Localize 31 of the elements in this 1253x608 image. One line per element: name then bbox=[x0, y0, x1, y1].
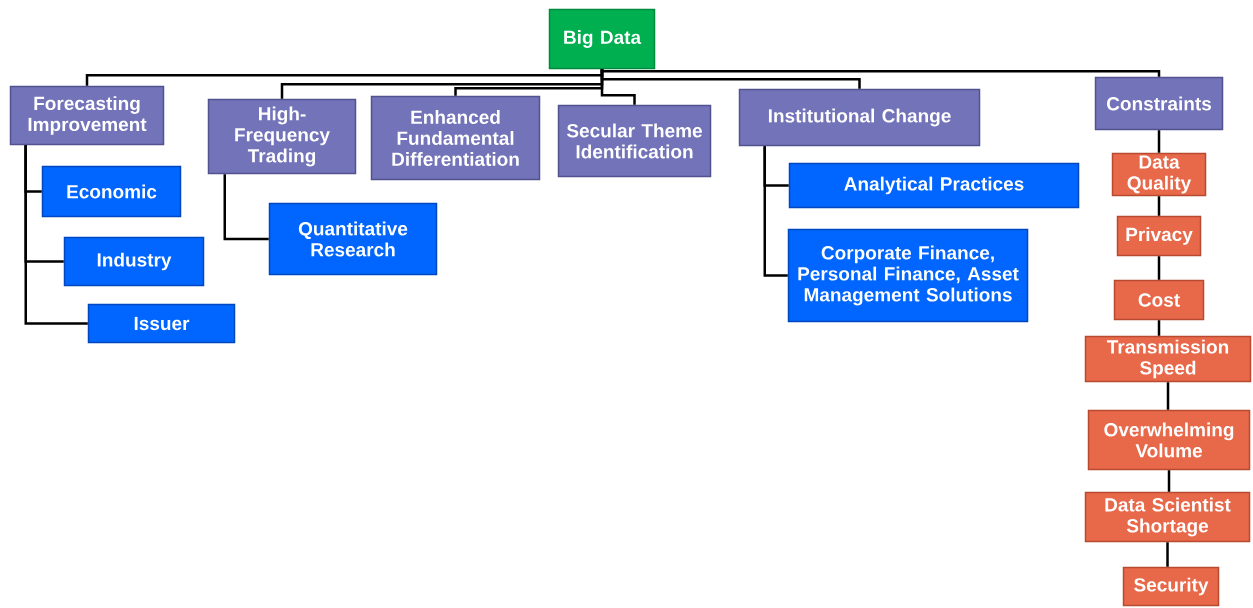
category-box: Enhanced Fundamental Differentiation bbox=[370, 95, 541, 181]
constraint-box: Data Scientist Shortage bbox=[1084, 491, 1251, 543]
constraint-box: Data Quality bbox=[1111, 152, 1207, 197]
topic-box: Corporate Finance, Personal Finance, Asset Management Solutions bbox=[787, 228, 1029, 323]
category-box: Secular Theme Identification bbox=[557, 104, 712, 178]
topic-box: Analytical Practices bbox=[788, 162, 1080, 209]
constraint-box: Transmission Speed bbox=[1084, 335, 1252, 383]
category-box: Institutional Change bbox=[738, 88, 981, 147]
topic-box: Industry bbox=[63, 236, 205, 287]
topic-box: Quantitative Research bbox=[268, 202, 438, 276]
category-box: Constraints bbox=[1094, 76, 1224, 131]
connector-line bbox=[1157, 320, 1161, 336]
constraint-box: Privacy bbox=[1116, 215, 1202, 257]
connector-line bbox=[24, 145, 88, 325]
category-box: High-Frequency Trading bbox=[207, 98, 357, 175]
connector-line bbox=[1167, 470, 1171, 492]
connector-line bbox=[1157, 256, 1161, 280]
topic-box: Issuer bbox=[87, 303, 236, 344]
connector-line bbox=[1166, 542, 1169, 567]
constraint-box: Overwhelming Volume bbox=[1087, 409, 1251, 471]
constraint-box: Cost bbox=[1113, 279, 1205, 321]
constraint-box: Security bbox=[1122, 566, 1220, 607]
connector-line bbox=[223, 174, 269, 241]
root-box: Big Data bbox=[548, 8, 656, 70]
connector-line bbox=[763, 146, 788, 277]
category-box: Forecasting Improvement bbox=[9, 85, 165, 146]
topic-box: Economic bbox=[41, 165, 182, 218]
connector-line bbox=[600, 68, 1161, 77]
connector-line bbox=[1157, 130, 1161, 153]
connector-line bbox=[1166, 382, 1170, 410]
connector-line bbox=[1157, 196, 1161, 216]
